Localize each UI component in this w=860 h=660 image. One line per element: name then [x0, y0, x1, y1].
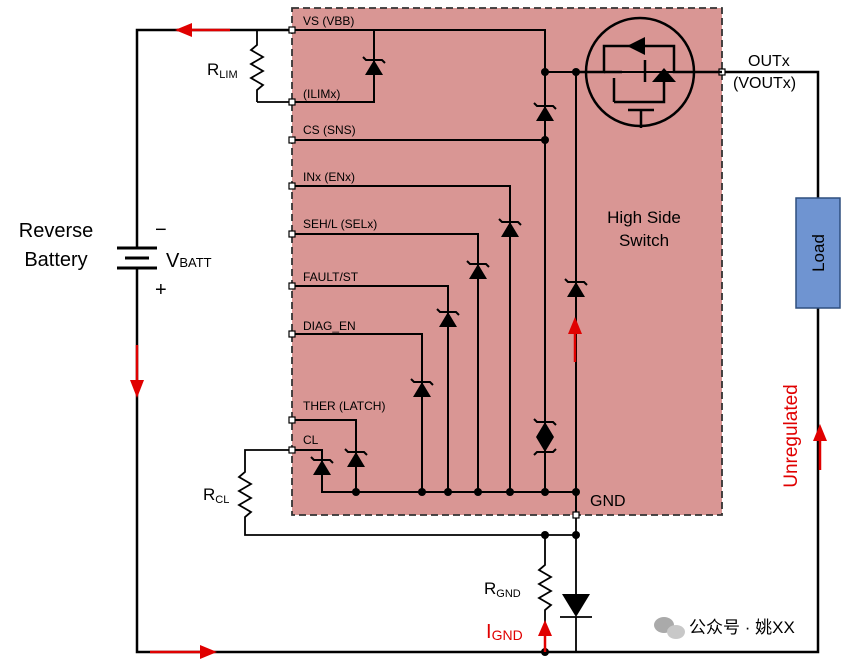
- chip-title-line2: Switch: [619, 231, 669, 250]
- arrow-up-icon: [538, 620, 552, 636]
- wechat-icon: [654, 617, 685, 639]
- high-side-switch-chip: [291, 7, 723, 516]
- pin-vs-label: VS (VBB): [303, 14, 354, 28]
- rlim-resistor: [249, 29, 292, 103]
- arrow-up-icon: [568, 317, 582, 334]
- pin-gnd-label: GND: [590, 493, 626, 510]
- battery-symbol: [117, 246, 157, 270]
- pin-seh-label: SEH/L (SELx): [303, 217, 377, 231]
- battery-label-line2: Battery: [24, 249, 87, 271]
- battery-minus: −: [155, 219, 167, 241]
- rcl-resistor: [237, 449, 545, 536]
- pin-cl-label: CL: [303, 433, 319, 447]
- arrow-down-icon: [130, 380, 144, 398]
- mosfet-icon: [576, 16, 722, 128]
- pin-diag-label: DIAG_EN: [303, 319, 356, 333]
- arrow-left-icon: [175, 23, 192, 37]
- vbatt-label: VBATT: [166, 250, 212, 272]
- rgnd-label: RGND: [484, 579, 521, 600]
- junction-dots: [352, 68, 580, 656]
- pin-ther-label: THER (LATCH): [303, 399, 385, 413]
- ignd-label: IGND: [486, 621, 523, 643]
- pin-fault-label: FAULT/ST: [303, 270, 359, 284]
- current-arrows: [130, 23, 827, 659]
- out-label: OUTx: [748, 53, 790, 70]
- load-label: Load: [809, 234, 828, 272]
- watermark: 公众号 · 姚XX: [654, 617, 795, 639]
- arrow-up-icon: [813, 424, 827, 441]
- load-box: [795, 197, 841, 309]
- rcl-label: RCL: [203, 485, 229, 506]
- watermark-text: 公众号 · 姚XX: [689, 618, 795, 637]
- chip-title-line1: High Side: [607, 208, 681, 227]
- pin-cs-label: CS (SNS): [303, 123, 356, 137]
- arrow-right-icon: [200, 645, 217, 659]
- pin-labels: VS (VBB) (ILIMx) CS (SNS) INx (ENx) SEH/…: [303, 14, 626, 510]
- pin-in-label: INx (ENx): [303, 170, 355, 184]
- unregulated-label: Unregulated: [781, 384, 802, 488]
- rlim-label: RLIM: [207, 60, 238, 81]
- battery-label-line1: Reverse: [19, 220, 93, 242]
- gnd-diode-icon: [562, 594, 590, 617]
- vout-label: (VOUTx): [733, 75, 796, 92]
- pin-ilim-label: (ILIMx): [303, 87, 340, 101]
- battery-plus: +: [155, 279, 167, 301]
